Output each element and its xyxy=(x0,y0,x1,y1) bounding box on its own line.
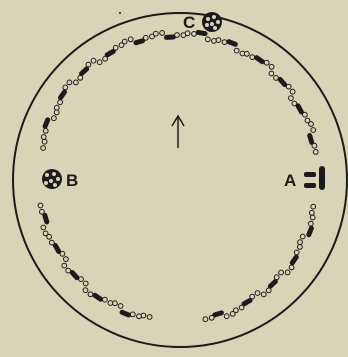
hollow-bead xyxy=(300,234,305,239)
hollow-bead xyxy=(290,89,295,94)
hollow-bead xyxy=(274,275,279,280)
hollow-bead xyxy=(279,270,284,275)
hollow-bead xyxy=(203,317,208,322)
hollow-bead xyxy=(41,225,46,230)
hollow-bead xyxy=(97,60,102,65)
hollow-bead xyxy=(41,135,46,140)
solid-bead xyxy=(226,38,239,47)
hollow-bead xyxy=(230,312,235,317)
hollow-bead xyxy=(309,122,314,127)
structure-a xyxy=(304,166,325,190)
hollow-bead xyxy=(266,288,271,293)
hollow-bead xyxy=(42,139,47,144)
hollow-bead xyxy=(239,305,244,310)
hollow-bead xyxy=(205,37,210,42)
hollow-bead xyxy=(264,60,269,65)
hollow-bead xyxy=(294,250,299,255)
hollow-bead xyxy=(269,71,274,76)
hollow-bead xyxy=(108,301,113,306)
hollow-bead xyxy=(78,75,83,80)
hollow-bead xyxy=(209,315,214,320)
hollow-bead xyxy=(66,268,71,273)
solid-bead xyxy=(195,30,208,37)
hollow-bead xyxy=(143,35,148,40)
hollow-bead xyxy=(160,31,165,36)
hollow-bead xyxy=(312,143,317,148)
hollow-bead xyxy=(52,116,57,121)
hollow-bead xyxy=(313,150,318,155)
hollow-bead xyxy=(212,39,217,44)
hollow-bead xyxy=(64,257,69,262)
hollow-bead xyxy=(250,55,255,60)
hollow-bead xyxy=(224,314,229,319)
hollow-bead xyxy=(309,210,314,215)
hollow-bead xyxy=(303,112,308,117)
hollow-bead xyxy=(83,281,88,286)
cluster-c xyxy=(202,12,222,32)
hollow-bead xyxy=(308,221,313,226)
hollow-bead xyxy=(63,85,68,90)
hollow-bead xyxy=(62,263,67,268)
label-a: A xyxy=(284,171,296,190)
solid-bead xyxy=(42,117,51,130)
hollow-bead xyxy=(175,33,180,38)
bead-ring xyxy=(38,30,318,322)
hollow-bead xyxy=(43,129,48,134)
hollow-bead xyxy=(86,62,91,67)
hollow-bead xyxy=(286,84,291,89)
hollow-bead xyxy=(67,80,72,85)
hollow-bead xyxy=(103,297,108,302)
hollow-bead xyxy=(128,37,133,42)
hollow-bead xyxy=(91,58,96,63)
hollow-bead xyxy=(269,64,274,69)
hollow-bead xyxy=(255,291,260,296)
hollow-bead xyxy=(244,51,249,56)
hollow-bead xyxy=(118,304,123,309)
hollow-bead xyxy=(83,288,88,293)
hollow-bead xyxy=(54,105,59,110)
hollow-bead xyxy=(311,128,316,133)
hollow-bead xyxy=(40,209,45,214)
label-c: C xyxy=(183,13,195,32)
hollow-bead xyxy=(285,270,290,275)
hollow-bead xyxy=(298,245,303,250)
cell-outline xyxy=(13,13,347,347)
cluster-b xyxy=(42,169,62,189)
hollow-bead xyxy=(43,231,48,236)
hollow-bead xyxy=(147,315,152,320)
hollow-bead xyxy=(74,80,79,85)
hollow-bead xyxy=(261,292,266,297)
hollow-bead xyxy=(234,48,239,53)
hollow-bead xyxy=(130,312,135,317)
hollow-bead xyxy=(153,31,158,36)
hollow-bead xyxy=(41,146,46,151)
hollow-bead xyxy=(289,265,294,270)
hollow-bead xyxy=(88,292,93,297)
hollow-bead xyxy=(38,203,43,208)
hollow-bead xyxy=(113,45,118,50)
up-arrow-icon xyxy=(172,116,184,148)
hollow-bead xyxy=(222,40,227,45)
hollow-bead xyxy=(49,240,54,245)
hollow-bead xyxy=(216,38,221,43)
hollow-bead xyxy=(298,240,303,245)
speck xyxy=(119,12,121,14)
solid-bead xyxy=(119,309,132,318)
hollow-bead xyxy=(311,204,316,209)
hollow-bead xyxy=(289,96,294,101)
solid-bead xyxy=(289,254,300,267)
hollow-bead xyxy=(54,110,59,115)
hollow-bead xyxy=(122,39,127,44)
hollow-bead xyxy=(58,100,63,105)
hollow-bead xyxy=(310,215,315,220)
solid-bead xyxy=(57,88,68,101)
solid-bead xyxy=(306,225,315,238)
hollow-bead xyxy=(137,314,142,319)
solid-bead xyxy=(91,292,104,303)
label-b: B xyxy=(66,171,78,190)
